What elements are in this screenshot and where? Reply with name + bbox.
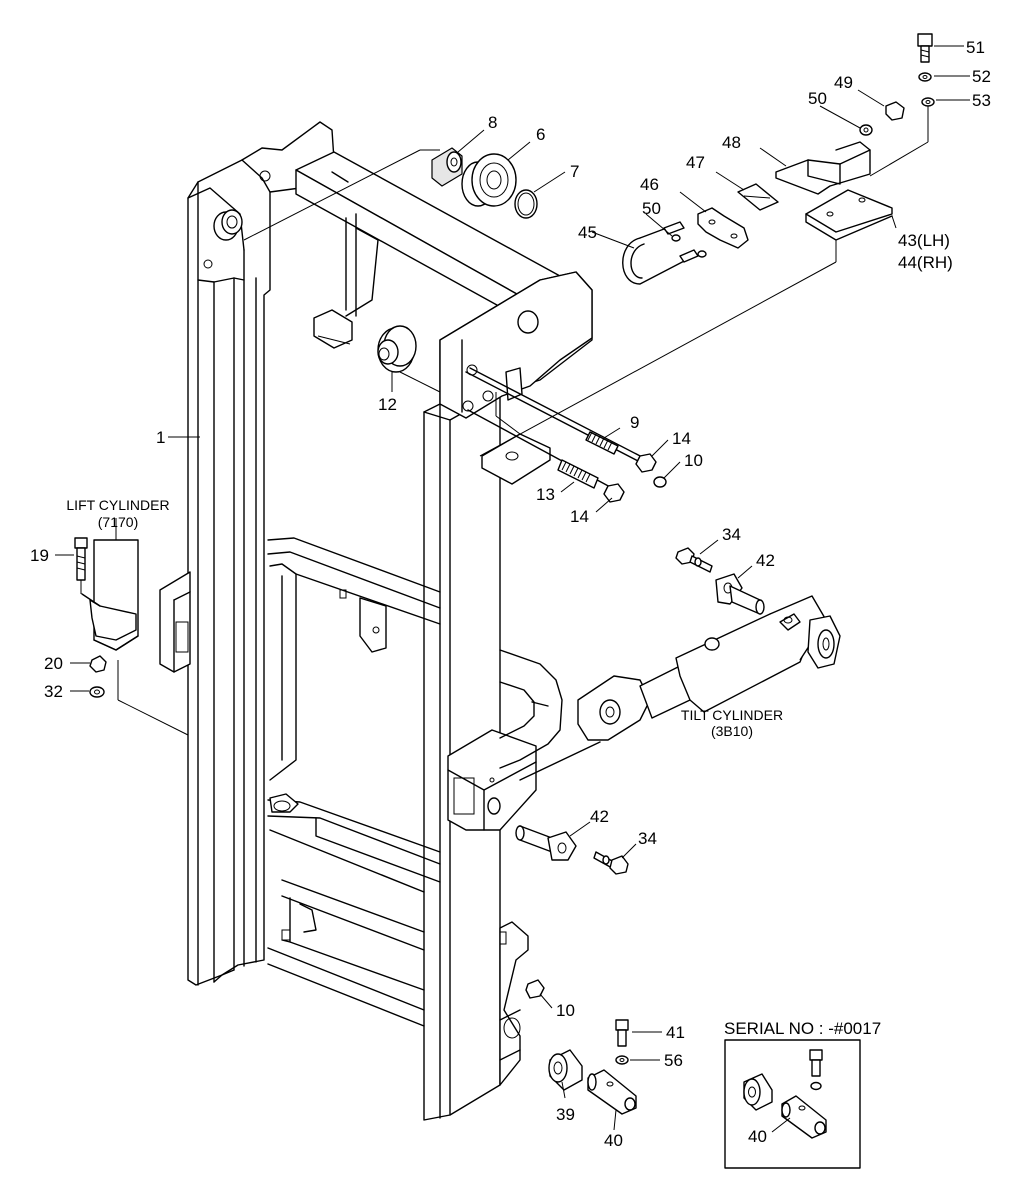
label-13: 13	[536, 485, 555, 504]
label-50-a: 50	[642, 199, 661, 218]
label-19: 19	[30, 546, 49, 565]
label-56: 56	[664, 1051, 683, 1070]
label-7: 7	[570, 162, 579, 181]
bearing-6	[461, 153, 517, 207]
pad-47	[737, 183, 779, 211]
label-43: 43(LH)	[898, 231, 950, 250]
bolt-34-lower	[593, 851, 629, 875]
label-14-b: 14	[570, 507, 589, 526]
plate-43	[805, 189, 893, 241]
label-41: 41	[666, 1023, 685, 1042]
serial-inset	[724, 1039, 861, 1169]
tilt-cylinder	[519, 595, 841, 781]
label-40-a: 40	[604, 1131, 623, 1150]
plate-43-guide	[479, 261, 837, 457]
bracket-46	[697, 207, 749, 249]
lift-cylinder-caption: LIFT CYLINDER	[66, 497, 169, 513]
captions: LIFT CYLINDER (7170) TILT CYLINDER (3B10…	[66, 497, 881, 1038]
label-20: 20	[44, 654, 63, 673]
bolt-34-upper	[675, 547, 713, 573]
label-10-b: 10	[556, 1001, 575, 1020]
label-44: 44(RH)	[898, 253, 953, 272]
label-52: 52	[972, 67, 991, 86]
right-mast-rail	[423, 271, 593, 1121]
nut-20	[89, 655, 107, 673]
pin-42-lower	[515, 825, 577, 861]
washer-52	[918, 72, 932, 82]
label-40-b: 40	[748, 1127, 767, 1146]
tilt-cylinder-caption: TILT CYLINDER	[681, 707, 783, 723]
lift-cylinder-code: (7170)	[98, 514, 138, 530]
label-49: 49	[834, 73, 853, 92]
part-labels: 1 6 7 8 9 10 10 12 13 14 14 19 20 32 34 …	[30, 38, 991, 1150]
label-47: 47	[686, 153, 705, 172]
washer-50-a	[671, 234, 707, 258]
label-8: 8	[488, 113, 497, 132]
rod-13	[467, 409, 613, 489]
washer-53-guide	[869, 141, 929, 177]
tilt-cylinder-code: (3B10)	[711, 723, 753, 739]
bracket-48	[775, 141, 871, 195]
nut-49	[885, 101, 905, 121]
lift-cylinder	[81, 518, 139, 651]
label-12: 12	[378, 395, 397, 414]
label-53: 53	[972, 91, 991, 110]
bolt-19	[74, 537, 88, 581]
washer-53	[921, 97, 935, 107]
spring-clip-45	[622, 221, 699, 285]
label-39: 39	[556, 1105, 575, 1124]
label-32: 32	[44, 682, 63, 701]
washer-32	[89, 686, 105, 698]
nut-14-a	[635, 453, 657, 473]
pin-40	[587, 1069, 637, 1115]
washer-56	[615, 1055, 629, 1065]
label-48: 48	[722, 133, 741, 152]
cap-10-b	[525, 979, 545, 999]
label-50-b: 50	[808, 89, 827, 108]
roller-12	[377, 325, 441, 393]
bolt-41	[615, 1019, 629, 1047]
leader-lines	[55, 45, 970, 1131]
label-51: 51	[966, 38, 985, 57]
label-9: 9	[630, 413, 639, 432]
label-34-b: 34	[638, 829, 657, 848]
bush-39	[548, 1049, 583, 1091]
collar-8	[431, 147, 463, 187]
label-46: 46	[640, 175, 659, 194]
label-10-a: 10	[684, 451, 703, 470]
label-1: 1	[156, 428, 165, 447]
nut-14-b	[603, 483, 625, 503]
snap-ring-7	[514, 189, 538, 219]
label-42-b: 42	[590, 807, 609, 826]
washer-50-b	[859, 124, 873, 136]
left-mast-rail	[187, 121, 335, 986]
bolt-51	[917, 33, 933, 63]
label-6: 6	[536, 125, 545, 144]
pin-42-upper	[715, 573, 765, 615]
serial-note: SERIAL NO : -#0017	[724, 1019, 881, 1038]
label-42-a: 42	[756, 551, 775, 570]
label-34-a: 34	[722, 525, 741, 544]
rod-9	[465, 367, 645, 463]
label-45: 45	[578, 223, 597, 242]
cap-10-a	[653, 476, 667, 488]
label-14-a: 14	[672, 429, 691, 448]
inner-frame	[117, 537, 563, 1027]
